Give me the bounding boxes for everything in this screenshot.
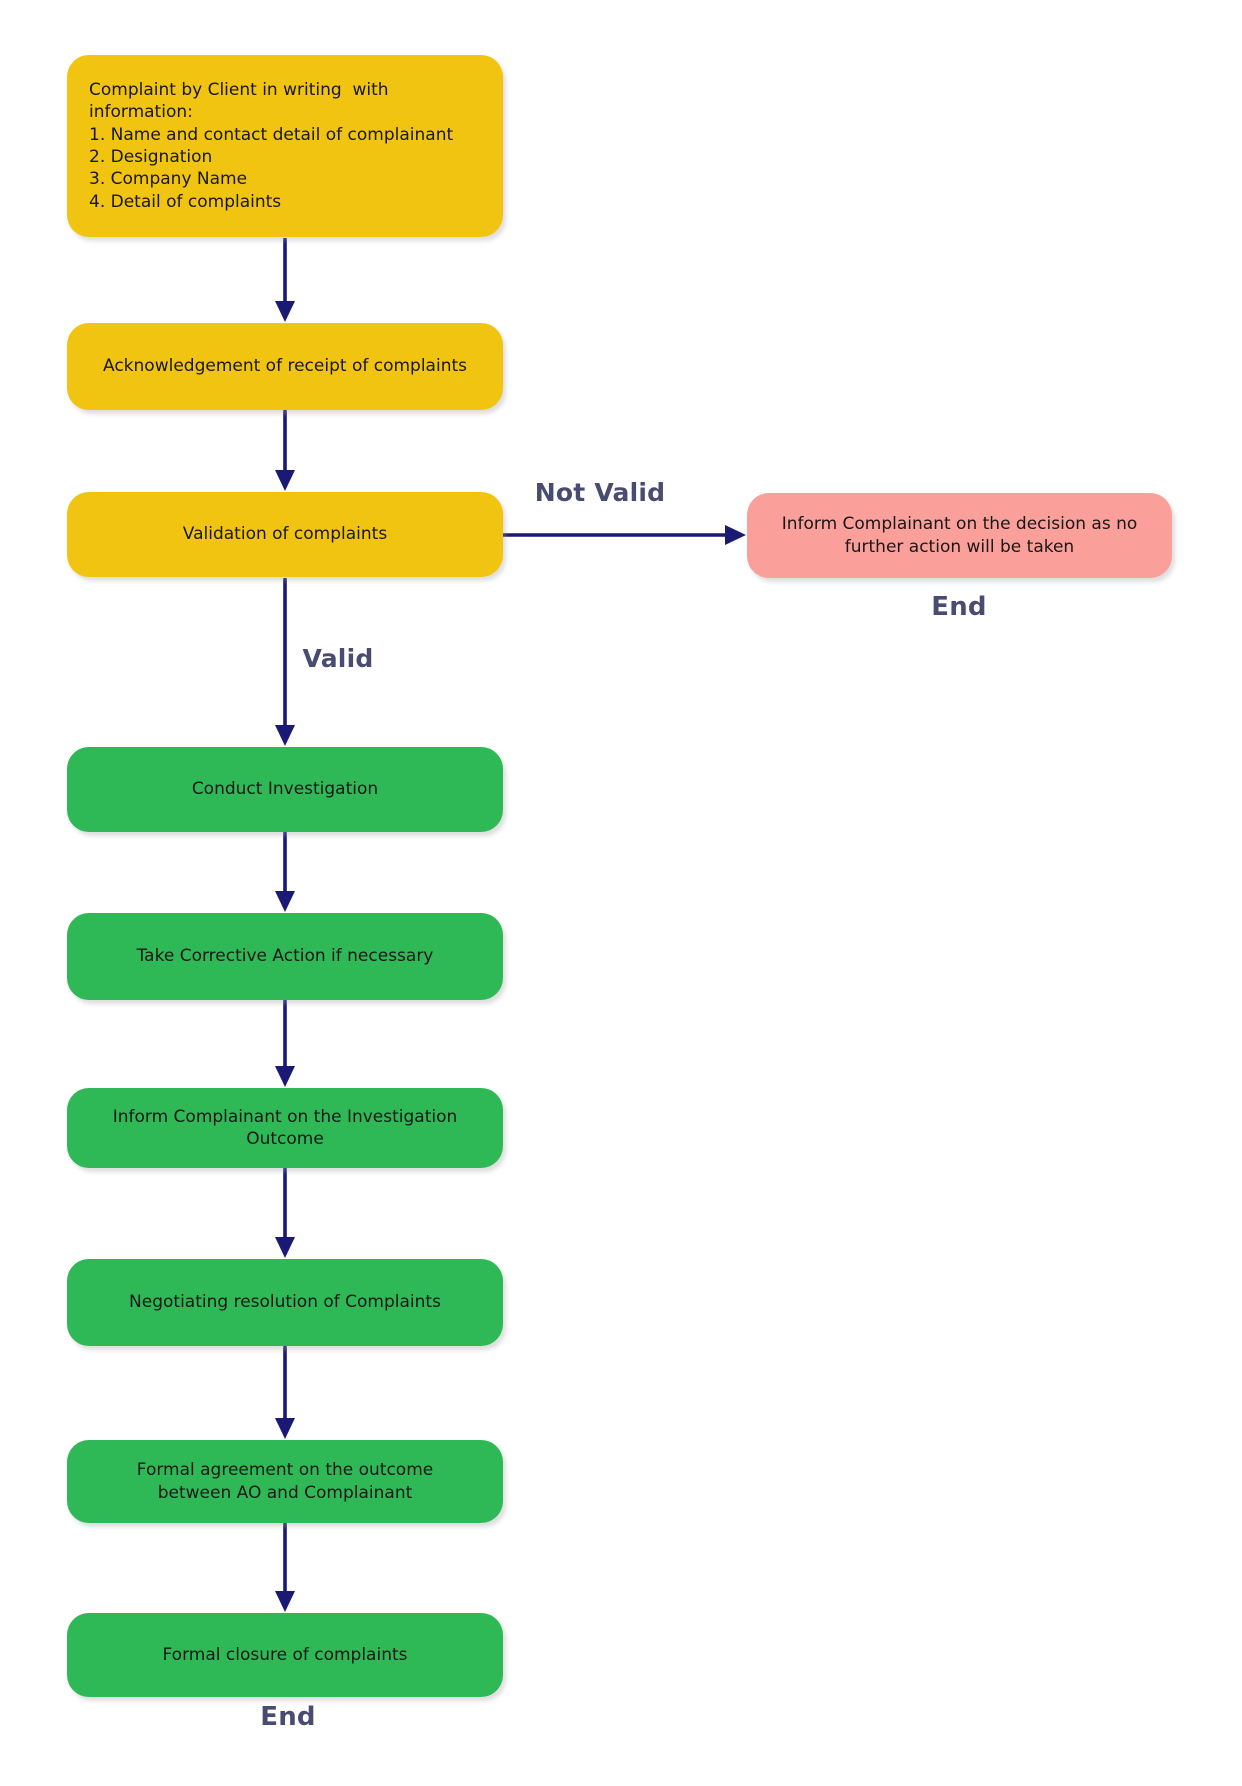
arrow-complaint-to-acknowledgement <box>275 238 295 322</box>
arrow-inform-outcome-to-negotiate <box>275 1168 295 1258</box>
arrow-validation-to-conduct-investigation <box>275 578 295 746</box>
flow-node-formal-agreement: Formal agreement on the outcome between … <box>67 1440 503 1523</box>
edge-label-not-valid: Not Valid <box>534 478 666 507</box>
arrow-agreement-to-closure <box>275 1523 295 1612</box>
end-label-bottom: End <box>260 1702 316 1732</box>
edge-label-valid: Valid <box>302 644 374 673</box>
arrow-validation-to-inform-decision <box>503 525 746 545</box>
flow-node-negotiate-resolution: Negotiating resolution of Complaints <box>67 1259 503 1346</box>
end-label-right: End <box>931 592 987 622</box>
arrow-corrective-to-inform-outcome <box>275 1000 295 1087</box>
flow-node-formal-closure: Formal closure of complaints <box>67 1613 503 1697</box>
flow-node-inform-outcome: Inform Complainant on the Investigation … <box>67 1088 503 1168</box>
flow-node-inform-decision: Inform Complainant on the decision as no… <box>747 493 1172 578</box>
arrow-negotiate-to-agreement <box>275 1346 295 1439</box>
flow-node-conduct-investigation: Conduct Investigation <box>67 747 503 832</box>
flow-node-acknowledgement: Acknowledgement of receipt of complaints <box>67 323 503 410</box>
flow-node-validation: Validation of complaints <box>67 492 503 577</box>
flow-node-complaint-intake: Complaint by Client in writing with info… <box>67 55 503 237</box>
arrow-acknowledgement-to-validation <box>275 410 295 491</box>
arrow-conduct-to-corrective <box>275 832 295 912</box>
flow-node-corrective-action: Take Corrective Action if necessary <box>67 913 503 1000</box>
